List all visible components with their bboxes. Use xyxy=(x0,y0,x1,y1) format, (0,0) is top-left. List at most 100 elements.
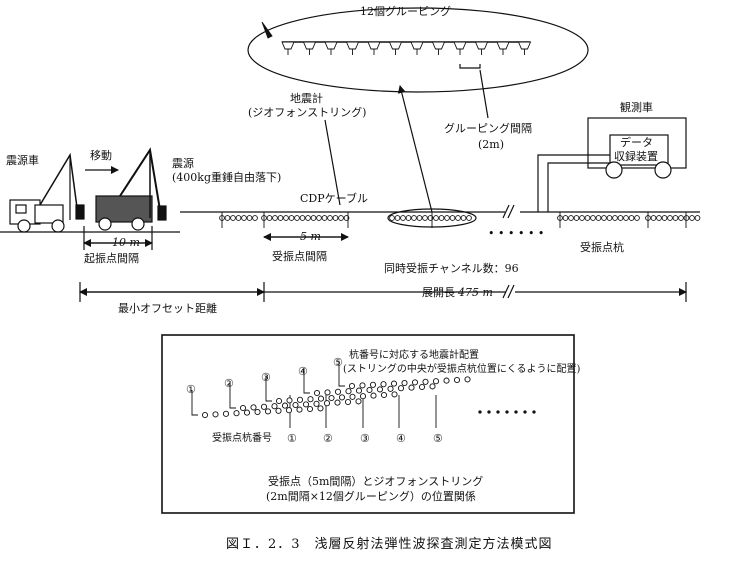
string-lead xyxy=(229,383,236,409)
geophone-icon xyxy=(453,41,467,50)
receiver-dot xyxy=(394,215,401,221)
inset-geophone xyxy=(324,389,331,396)
inset-geophone xyxy=(292,401,299,409)
receiver-dot xyxy=(400,215,406,221)
grouping-interval-value: (2m) xyxy=(478,138,505,151)
inset-geophone xyxy=(275,397,283,405)
string-number-2: ② xyxy=(224,377,234,390)
source-detail: (400kg重錘自由落下) xyxy=(172,171,282,184)
geophone-icon xyxy=(431,41,446,50)
receiver-dot xyxy=(650,215,657,221)
inset-geophone xyxy=(422,378,429,385)
inset-geophone xyxy=(285,407,293,414)
receiver-dot xyxy=(612,215,618,221)
receiver-dot xyxy=(338,215,344,221)
data-recorder-line2: 収録装置 xyxy=(614,150,658,163)
stake-number-3: ③ xyxy=(360,432,370,445)
inset-geophone xyxy=(271,403,278,410)
inset-geophone xyxy=(222,410,230,417)
cable-continuation-dots: • • • • • • xyxy=(488,227,545,240)
geophone-icon xyxy=(496,41,510,50)
inset-caption-2: (2m間隔×12個グルーピング）の位置関係 xyxy=(266,490,476,503)
observation-car-label: 観測車 xyxy=(620,101,653,114)
inset-geophone xyxy=(345,388,352,395)
receiver-dot xyxy=(590,215,596,221)
inset-geophone xyxy=(376,386,384,393)
cdp-cable-label: CDPケーブル xyxy=(300,192,368,205)
source-car-left xyxy=(9,152,85,233)
string-number-3: ③ xyxy=(261,371,271,384)
receiver-dot xyxy=(230,215,236,221)
spread-length-value: 475 m xyxy=(458,286,493,299)
receiver-dot xyxy=(224,215,231,221)
receiver-spacing-label: 受振点間隔 xyxy=(272,250,327,263)
inset-geophone xyxy=(317,395,325,402)
inset-title-2: (ストリングの中央が受振点杭位置にくるように配置) xyxy=(343,364,581,375)
receiver-dot xyxy=(283,215,289,221)
receiver-dot xyxy=(656,215,662,221)
receiver-dot xyxy=(422,215,428,221)
inset-dot xyxy=(514,410,518,414)
receiver-dot xyxy=(444,215,450,221)
geophone-icon xyxy=(302,41,317,50)
inset-geophone xyxy=(443,377,450,384)
receiver-dot xyxy=(694,215,701,221)
inset-dot xyxy=(523,410,527,414)
source-spacing-value: 10 m xyxy=(112,236,140,249)
string-lead xyxy=(303,368,310,394)
inset-geophone xyxy=(239,404,247,412)
receiver-dot xyxy=(667,215,673,221)
receiver-dot xyxy=(573,215,580,221)
data-recorder-line1: データ xyxy=(620,136,653,149)
receiver-dot xyxy=(241,215,247,221)
receiver-dot xyxy=(266,215,273,221)
string-lead xyxy=(338,361,345,387)
geophone-icon xyxy=(410,41,424,50)
inset-geophone xyxy=(307,396,314,403)
geophone-icon xyxy=(388,41,403,50)
source-spacing-label: 起振点間隔 xyxy=(84,252,139,265)
receiver-dot xyxy=(332,215,339,221)
inset-geophone xyxy=(296,396,304,403)
string-lead xyxy=(265,376,272,402)
string-number-4: ④ xyxy=(298,365,308,378)
receiver-dot xyxy=(460,215,467,221)
inset-caption-1: 受振点（5m間隔）とジオフォンストリング xyxy=(268,475,484,488)
receiver-dot xyxy=(235,215,242,221)
inset-geophone xyxy=(264,408,272,415)
receiver-dot xyxy=(568,215,574,221)
receiver-dot xyxy=(411,215,417,221)
inset-geophone xyxy=(387,385,394,392)
receiver-dot xyxy=(672,215,679,221)
inset-geophone xyxy=(366,386,373,394)
receiver-dot xyxy=(416,215,423,221)
spread-length-label: 展開長 xyxy=(422,286,455,299)
data-recorder-box xyxy=(609,134,669,166)
inset-geophone xyxy=(418,383,426,391)
receiver-dot xyxy=(689,215,695,221)
inset-geophone xyxy=(306,405,314,413)
geophone-icon xyxy=(345,41,360,50)
receiver-dot xyxy=(466,215,472,221)
receiver-dot xyxy=(595,215,602,221)
inset-geophone xyxy=(401,379,408,387)
inset-geophone xyxy=(348,382,356,390)
receiver-dot xyxy=(455,215,461,221)
inset-geophone xyxy=(275,407,282,414)
figure-caption: 図Ｉ．2．3 浅層反射法弾性波探査測定方法模式図 xyxy=(226,537,553,552)
inset-geophone xyxy=(355,387,363,394)
geophone-icon xyxy=(324,41,338,50)
inset-geophone xyxy=(359,393,367,400)
receiver-dot xyxy=(246,215,253,221)
inset-geophone xyxy=(380,381,387,388)
inset-dot xyxy=(532,410,536,414)
inset-geophone xyxy=(212,411,219,418)
receiver-dot xyxy=(433,215,439,221)
inset-geophone xyxy=(369,381,377,388)
grouping-title: 12個グルーピング xyxy=(360,5,451,18)
inset-geophone xyxy=(260,403,268,410)
grouping-interval-label: グルーピング間隔 xyxy=(444,122,532,135)
receiver-dot xyxy=(305,215,311,221)
stake-number-5: ⑤ xyxy=(433,432,443,445)
receiver-dot xyxy=(579,215,585,221)
